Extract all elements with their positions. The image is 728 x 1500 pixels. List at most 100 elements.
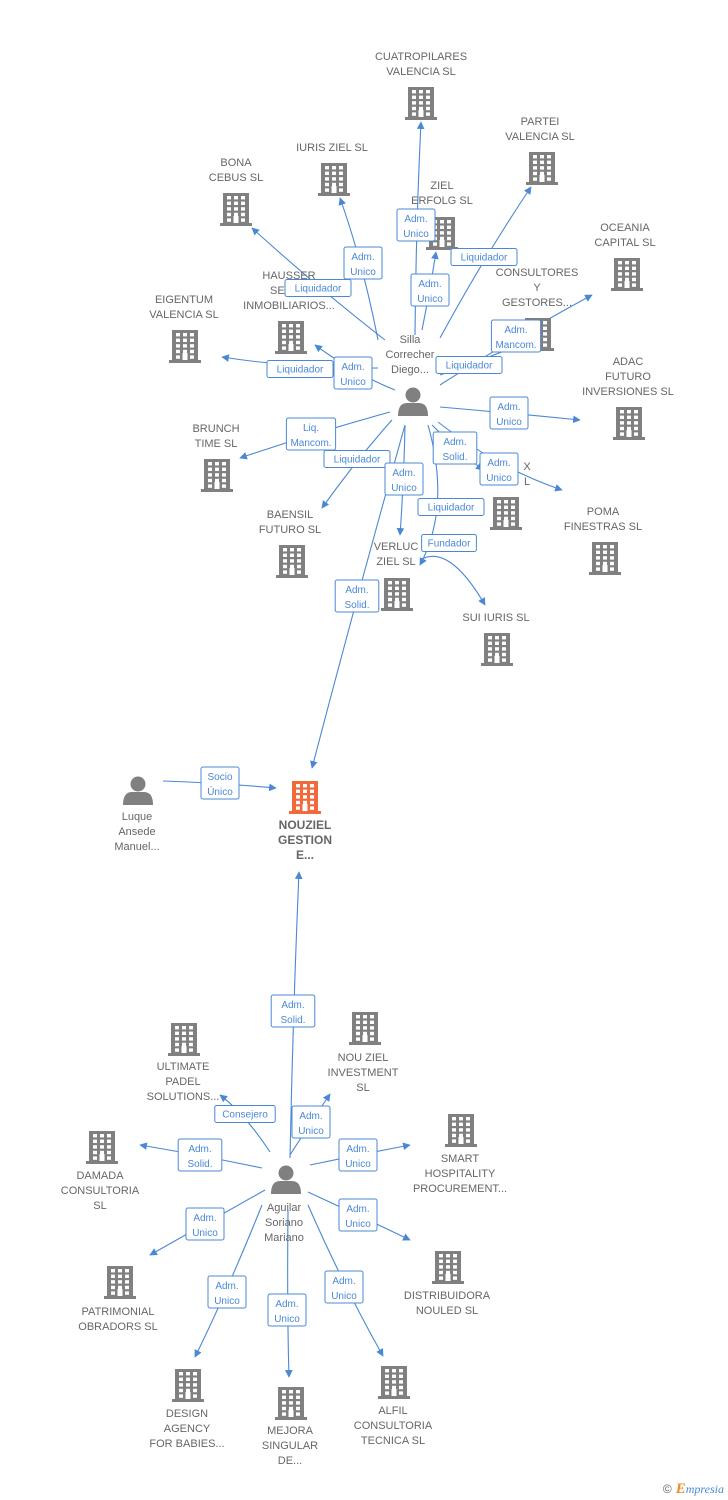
brand-name: mpresia bbox=[685, 1482, 724, 1496]
relation-label[interactable]: Adm.Unico bbox=[207, 1275, 247, 1309]
relation-text: Adm.Solid. bbox=[344, 585, 369, 611]
building-icon bbox=[490, 497, 522, 530]
relation-label[interactable]: Liq.Mancom. bbox=[285, 417, 337, 451]
relation-label[interactable]: Liquidador bbox=[450, 248, 518, 266]
relation-label[interactable]: Adm.Unico bbox=[267, 1293, 307, 1327]
relation-text: Adm.Unico bbox=[496, 402, 522, 428]
building-icon bbox=[481, 633, 513, 666]
copyright-symbol: © bbox=[662, 1482, 672, 1496]
relation-label[interactable]: Liquidador bbox=[284, 279, 352, 297]
relation-text: Adm.Unico bbox=[345, 1204, 371, 1230]
relation-text: Adm.Unico bbox=[298, 1111, 324, 1137]
building-icon bbox=[169, 330, 201, 363]
relation-text: Fundador bbox=[428, 539, 471, 550]
relation-text: Adm.Unico bbox=[345, 1144, 371, 1170]
building-icon bbox=[289, 781, 321, 814]
building-icon bbox=[611, 258, 643, 291]
company-name: SUI IURIS SL bbox=[462, 612, 529, 624]
relation-label[interactable]: Adm.Solid. bbox=[270, 994, 316, 1028]
relation-label[interactable]: Adm.Unico bbox=[185, 1207, 225, 1241]
relation-text: Liquidador bbox=[428, 503, 475, 514]
relation-edge bbox=[219, 1094, 271, 1153]
relation-label[interactable]: Liquidador bbox=[266, 360, 334, 378]
relation-label[interactable]: Adm.Unico bbox=[333, 356, 373, 390]
relation-text: Adm.Unico bbox=[340, 362, 366, 388]
relation-label[interactable]: Adm.Unico bbox=[338, 1138, 378, 1172]
relation-text: Adm.Unico bbox=[192, 1213, 218, 1239]
person-icon bbox=[271, 1165, 301, 1194]
relation-text: Adm.Unico bbox=[403, 214, 429, 240]
relation-label[interactable]: Adm.Unico bbox=[338, 1198, 378, 1232]
relation-label[interactable]: Adm.Unico bbox=[324, 1270, 364, 1304]
relation-label[interactable]: Consejero bbox=[214, 1105, 276, 1123]
relation-label[interactable]: Adm.Unico bbox=[479, 452, 519, 486]
building-icon bbox=[445, 1114, 477, 1147]
relation-label[interactable]: Adm.Unico bbox=[410, 273, 450, 307]
relation-label[interactable]: Liquidador bbox=[435, 356, 503, 374]
relation-label[interactable]: Adm.Unico bbox=[343, 246, 383, 280]
relation-label[interactable]: Liquidador bbox=[417, 498, 485, 516]
company-node-suiiuris[interactable]: SUI IURIS SL bbox=[462, 612, 530, 666]
relation-text: Liquidador bbox=[295, 284, 342, 295]
relation-label[interactable]: Adm.Solid. bbox=[334, 579, 380, 613]
relation-label[interactable]: Adm.Unico bbox=[489, 396, 529, 430]
building-icon bbox=[220, 193, 252, 226]
building-icon bbox=[381, 578, 413, 611]
relation-label[interactable]: Adm.Mancom. bbox=[490, 319, 542, 353]
relation-label[interactable]: Adm.Unico bbox=[396, 208, 436, 242]
relation-label[interactable]: Adm.Unico bbox=[291, 1105, 331, 1139]
company-node-iuris[interactable]: IURIS ZIEL SL bbox=[296, 142, 368, 196]
building-icon bbox=[526, 152, 558, 185]
relation-label[interactable]: Adm.Solid. bbox=[177, 1138, 223, 1172]
relation-label[interactable]: Liquidador bbox=[323, 450, 391, 468]
building-icon bbox=[432, 1251, 464, 1284]
relation-text: Liquidador bbox=[461, 253, 508, 264]
relation-text: Liquidador bbox=[446, 361, 493, 372]
building-icon bbox=[589, 542, 621, 575]
relation-label[interactable]: Fundador bbox=[421, 534, 477, 552]
relation-label[interactable]: Adm.Solid. bbox=[432, 431, 478, 465]
relation-text: Liquidador bbox=[277, 365, 324, 376]
relation-label[interactable]: Adm.Unico bbox=[384, 462, 424, 496]
